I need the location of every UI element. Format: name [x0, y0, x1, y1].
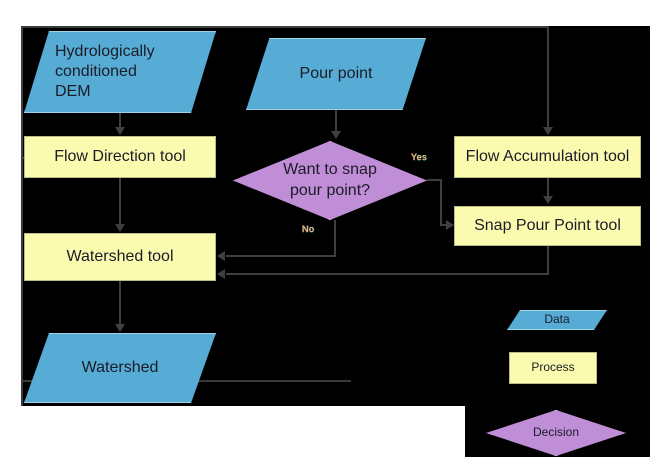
legend-label-decision: Decision — [532, 425, 580, 440]
edge-label-yes: Yes — [411, 152, 428, 162]
connector-pour-point-to-decision — [335, 110, 337, 132]
node-label: Hydrologically conditioned DEM — [55, 42, 155, 101]
edge-label-no: No — [302, 224, 315, 234]
legend-label-data: Data — [544, 312, 570, 327]
connector-left-edge-vertical — [21, 26, 23, 158]
node-watershed-tool[interactable]: Watershed tool — [24, 233, 216, 281]
connector-decision-yes-vertical — [440, 179, 442, 225]
connector-decision-no-horizontal — [226, 255, 336, 257]
arrowhead-pour-point-to-decision — [331, 131, 341, 139]
arrowhead-flow-accumulation-to-snap — [543, 196, 553, 204]
node-flow-accumulation-tool[interactable]: Flow Accumulation tool — [454, 136, 641, 178]
connector-top-rail-down-to-flow-accumulation — [547, 26, 549, 128]
connector-decision-no-vertical — [334, 220, 336, 257]
node-snap-pour-point-tool[interactable]: Snap Pour Point tool — [454, 206, 641, 246]
arrowhead-flow-direction-to-watershed-tool — [115, 224, 125, 232]
legend-label-process: Process — [531, 360, 575, 375]
node-label: Flow Accumulation tool — [465, 147, 630, 165]
node-label: Pour point — [299, 64, 373, 82]
arrowhead-decision-yes-to-snap — [446, 220, 454, 230]
arrowhead-decision-no-to-watershed-tool — [217, 251, 225, 261]
connector-top-rail — [119, 26, 549, 28]
connector-flow-direction-to-watershed-tool — [119, 178, 121, 225]
connector-decision-yes-horizontal — [427, 179, 442, 181]
legend-item-process: Process — [509, 352, 597, 384]
connector-flow-accumulation-to-snap — [547, 178, 549, 197]
node-flow-direction-tool[interactable]: Flow Direction tool — [24, 136, 216, 178]
node-label: Want to snap pour point? — [283, 161, 377, 199]
arrowhead-to-flow-accumulation — [543, 127, 553, 135]
arrowhead-dem-to-flow-direction — [115, 127, 125, 135]
arrowhead-watershed-tool-to-watershed — [115, 324, 125, 332]
node-label: Watershed tool — [66, 247, 174, 265]
node-label: Flow Direction tool — [54, 147, 186, 165]
node-label: Watershed — [81, 358, 159, 376]
legend-item-data: Data — [507, 310, 607, 330]
arrowhead-snap-to-watershed-tool — [217, 269, 225, 279]
connector-dem-to-flow-direction — [119, 113, 121, 128]
connector-snap-to-watershed-tool-vertical — [547, 246, 549, 275]
connector-decision-yes-into-snap — [440, 224, 448, 226]
connector-watershed-tool-to-watershed — [119, 281, 121, 325]
node-label: Snap Pour Point tool — [474, 216, 621, 234]
connector-snap-to-watershed-tool-horizontal — [226, 273, 549, 275]
node-hydrologically-conditioned-dem[interactable]: Hydrologically conditioned DEM — [24, 31, 216, 113]
node-pour-point[interactable]: Pour point — [246, 38, 426, 110]
node-watershed[interactable]: Watershed — [24, 333, 216, 403]
